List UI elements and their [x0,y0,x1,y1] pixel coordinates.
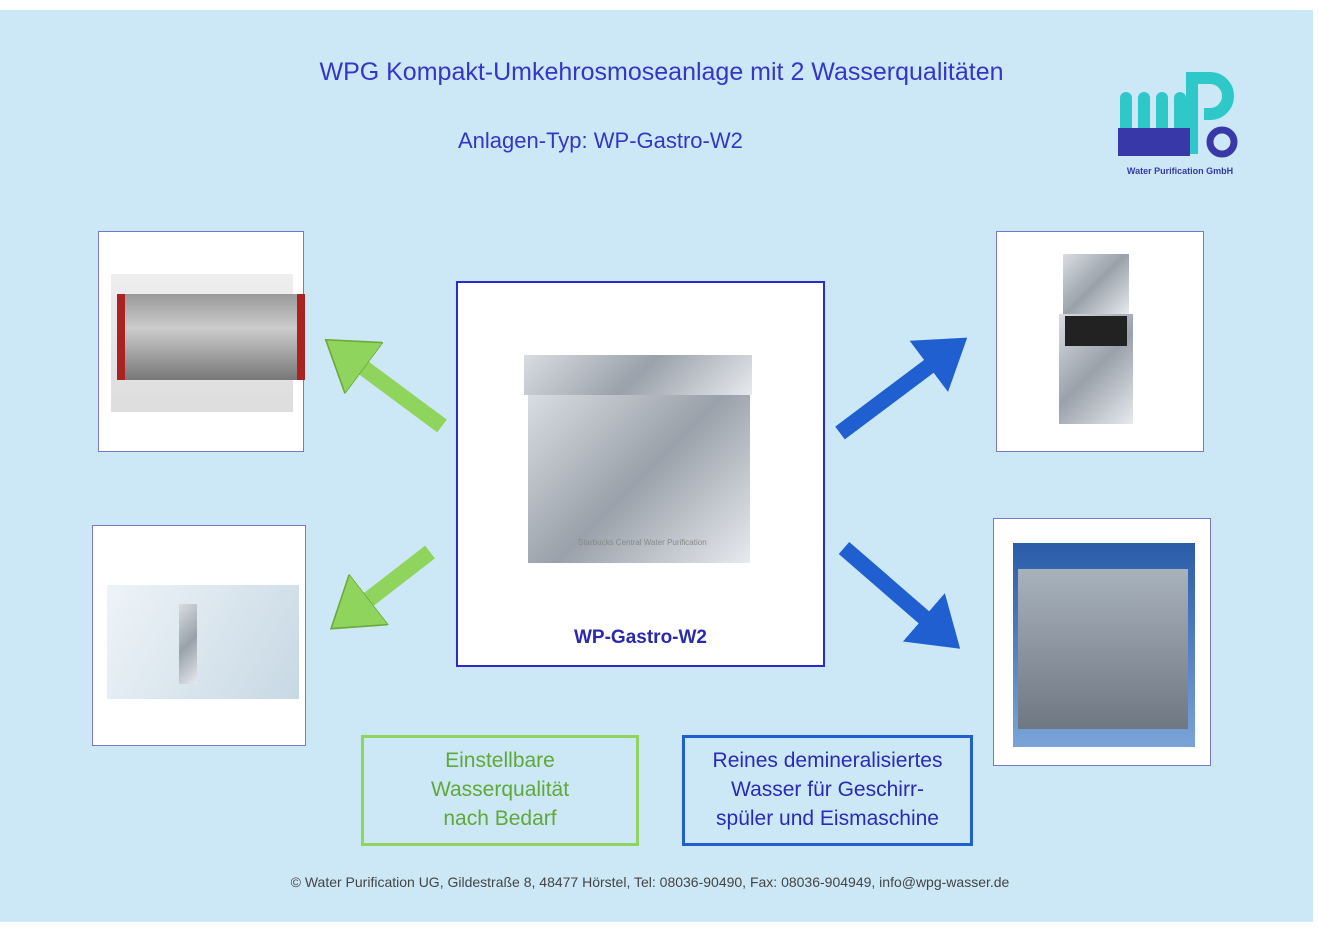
product-label: WP-Gastro-W2 [574,627,707,648]
box-line: Wasser für Geschirr- [731,778,924,801]
box-line: spüler und Eismaschine [716,807,939,830]
espresso-machine-image [98,231,305,452]
page-title: WPG Kompakt-Umkehrosmoseanlage mit 2 Was… [319,58,1004,86]
center-product-panel: Starbucks Central Water Purification WP-… [456,281,825,667]
arrow-to-dishwasher [838,541,961,649]
box-line: Einstellbare [445,749,555,772]
cabinet-text: Starbucks Central Water Purification [578,538,707,547]
arrow-to-espresso [345,354,447,433]
demineralized-water-box: Reines demineralisiertes Wasser für Gesc… [682,735,973,846]
footer-contact: © Water Purification UG, Gildestraße 8, … [290,874,1010,890]
dishwasher-image [993,518,1211,766]
box-line: Reines demineralisiertes [712,749,943,772]
adjustable-quality-box: Einstellbare Wasserqualität nach Bedarf [361,735,639,846]
wpg-logo-icon: Water Purification GmbH [1118,72,1238,176]
arrow-to-ice-machine [835,337,968,440]
box-line: nach Bedarf [443,807,557,830]
subtitle: Anlagen-Typ: WP-Gastro-W2 [458,128,743,153]
svg-text:Water Purification GmbH: Water Purification GmbH [1127,166,1233,176]
water-tap-image [92,525,306,746]
wpg-logo: Water Purification GmbH [1118,70,1243,185]
box-line: Wasserqualität [430,778,570,801]
ice-machine-image [996,231,1204,452]
arrow-to-tap [350,545,435,614]
